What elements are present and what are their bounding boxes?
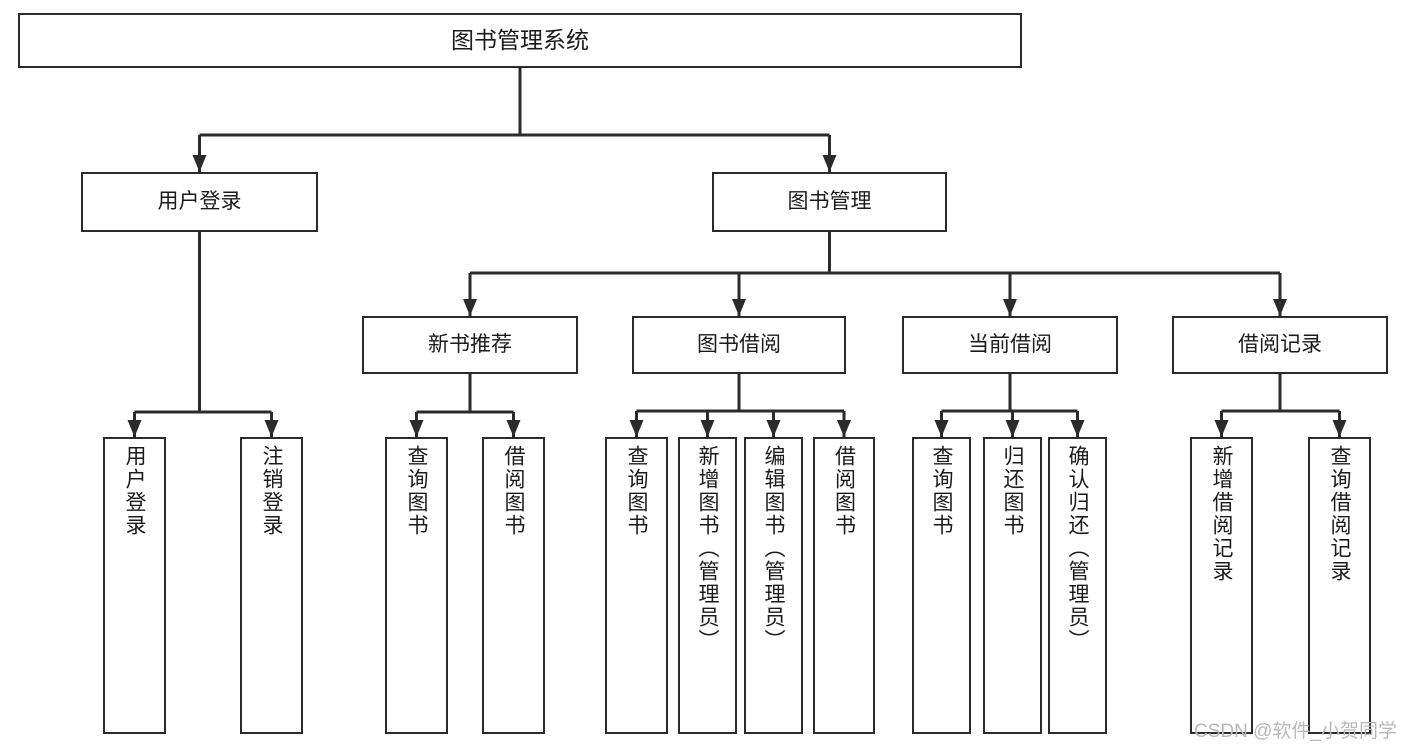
edge-arrowhead-icon [1003, 299, 1017, 316]
edge-arrowhead-icon [264, 420, 279, 437]
edge-arrowhead-icon [732, 299, 746, 316]
edge-arrowhead-icon [1005, 420, 1020, 437]
edge-arrowhead-icon [127, 420, 142, 437]
node-label: 注销登录 [260, 445, 283, 537]
edge-arrowhead-icon [463, 299, 477, 316]
node-newbook[interactable]: 新书推荐 [362, 316, 578, 374]
node-leaf-cur-2[interactable]: 归还图书 [983, 437, 1042, 734]
node-borrow[interactable]: 图书借阅 [632, 316, 846, 374]
node-label: 查询图书 [405, 445, 428, 537]
edge-arrowhead-icon [700, 420, 715, 437]
node-leaf-login-2[interactable]: 注销登录 [240, 437, 303, 734]
node-label: 图书管理 [787, 189, 872, 213]
node-label: 查询图书 [625, 445, 648, 537]
node-label: 图书借阅 [697, 332, 781, 356]
edge-arrowhead-icon [629, 420, 644, 437]
edge-arrowhead-icon [837, 420, 851, 437]
node-records[interactable]: 借阅记录 [1172, 316, 1388, 374]
edge-arrowhead-icon [506, 420, 521, 437]
node-label: 借阅图书 [832, 445, 856, 537]
edge-arrowhead-icon [1332, 420, 1347, 437]
node-label: 图书管理系统 [451, 26, 589, 53]
node-label: 新增借阅记录 [1210, 445, 1233, 583]
node-label: 查询图书 [930, 445, 953, 537]
node-label: 当前借阅 [968, 332, 1052, 356]
node-label: 确认归还（管理员） [1066, 445, 1089, 652]
node-login[interactable]: 用户登录 [81, 172, 318, 232]
node-label: 新增图书（管理员） [696, 445, 719, 652]
node-leaf-cur-3[interactable]: 确认归还（管理员） [1048, 437, 1107, 734]
node-label: 新书推荐 [428, 332, 512, 356]
node-leaf-bor-1[interactable]: 查询图书 [605, 437, 668, 734]
edge-arrowhead-icon [934, 420, 949, 437]
node-leaf-rec-2[interactable]: 查询借阅记录 [1308, 437, 1371, 734]
edge-arrowhead-icon [766, 420, 781, 437]
node-leaf-bor-3[interactable]: 编辑图书（管理员） [744, 437, 803, 734]
node-leaf-new-1[interactable]: 查询图书 [385, 437, 448, 734]
node-leaf-rec-1[interactable]: 新增借阅记录 [1190, 437, 1253, 734]
edge-arrowhead-icon [409, 420, 424, 437]
node-label: 用户登录 [123, 445, 146, 537]
node-current[interactable]: 当前借阅 [902, 316, 1118, 374]
node-leaf-bor-4[interactable]: 借阅图书 [813, 437, 875, 734]
node-leaf-bor-2[interactable]: 新增图书（管理员） [678, 437, 737, 734]
node-leaf-cur-1[interactable]: 查询图书 [912, 437, 971, 734]
edge-arrowhead-icon [1070, 420, 1085, 437]
node-leaf-new-2[interactable]: 借阅图书 [482, 437, 545, 734]
node-label: 查询借阅记录 [1328, 445, 1351, 583]
watermark-label: CSDN @软件_小贺同学 [1194, 721, 1397, 742]
node-bookmgmt[interactable]: 图书管理 [712, 172, 947, 232]
node-label: 归还图书 [1001, 445, 1024, 537]
node-label: 编辑图书（管理员） [762, 445, 785, 652]
edge-arrowhead-icon [192, 155, 207, 172]
edge-arrowhead-icon [822, 155, 837, 172]
edge-arrowhead-icon [1273, 299, 1287, 316]
node-root[interactable]: 图书管理系统 [18, 13, 1022, 68]
node-label: 借阅图书 [502, 445, 525, 537]
node-leaf-login-1[interactable]: 用户登录 [103, 437, 166, 734]
node-label: 借阅记录 [1238, 332, 1322, 356]
node-label: 用户登录 [157, 189, 242, 213]
edge-arrowhead-icon [1214, 420, 1229, 437]
